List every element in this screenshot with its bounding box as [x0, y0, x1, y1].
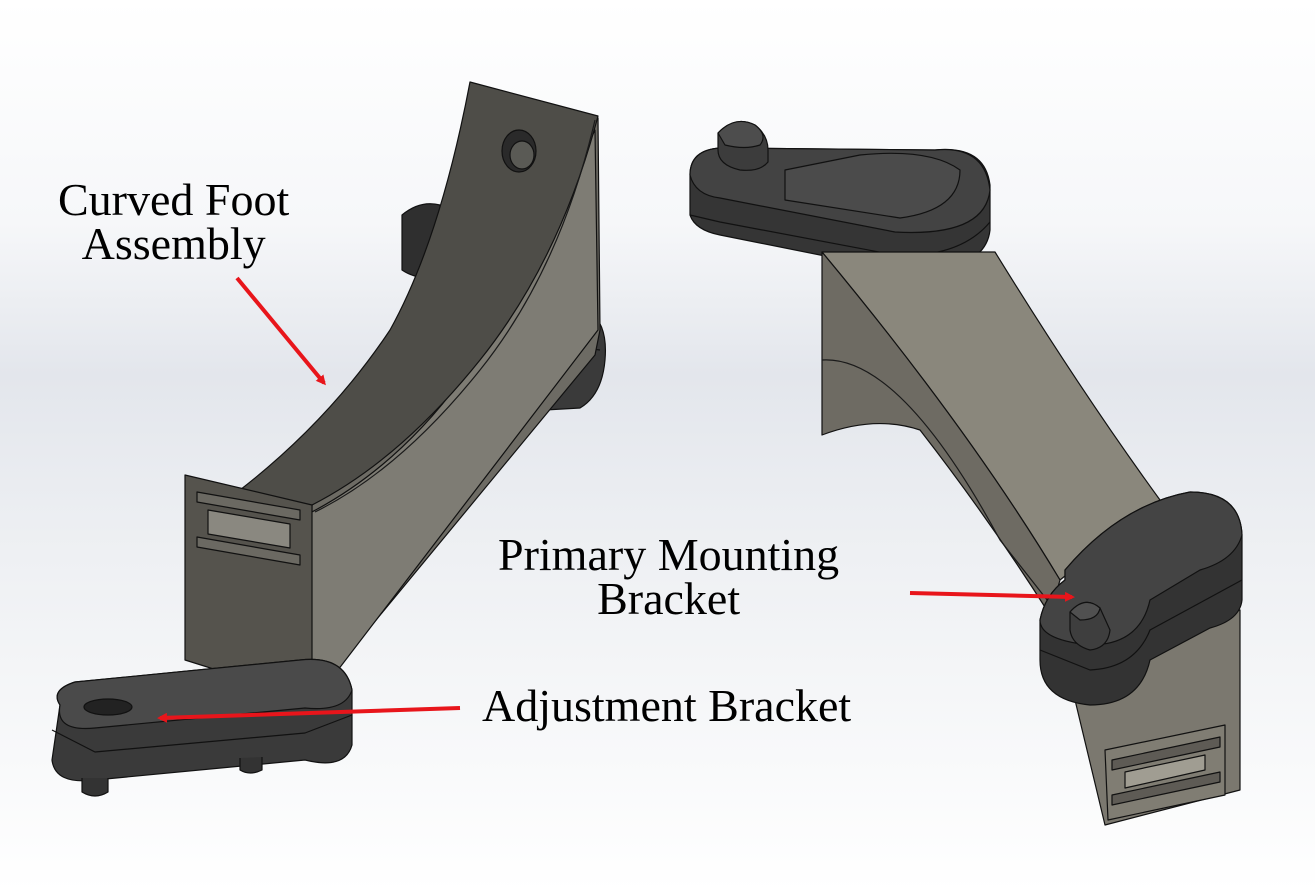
- label-adjustment-bracket-line1: Adjustment Bracket: [482, 680, 852, 731]
- label-primary-bracket-line1: Primary Mounting: [498, 529, 840, 580]
- label-curved-foot-line1: Curved Foot: [58, 174, 290, 225]
- label-curved-foot-line2: Assembly: [81, 218, 266, 269]
- arrow-adjustment-bracket: [157, 706, 461, 723]
- primary-mounting-bracket-part: [1039, 491, 1243, 706]
- arrow-curved-foot: [235, 276, 326, 386]
- label-primary-bracket-line2: Bracket: [597, 573, 741, 624]
- label-adjustment-bracket: Adjustment Bracket: [482, 680, 852, 731]
- right-foot-curved-face: [821, 251, 1061, 616]
- arrow-primary-bracket: [909, 591, 1075, 602]
- label-primary-mounting-bracket: Primary Mounting Bracket: [498, 529, 840, 624]
- adjustment-slot: [83, 698, 133, 716]
- adjustment-bracket-part: [51, 658, 353, 797]
- upper-bracket-right: [689, 120, 991, 272]
- left-assembly-view: [51, 81, 607, 797]
- right-assembly-view: [689, 120, 1243, 826]
- label-curved-foot-assembly: Curved Foot Assembly: [58, 174, 290, 269]
